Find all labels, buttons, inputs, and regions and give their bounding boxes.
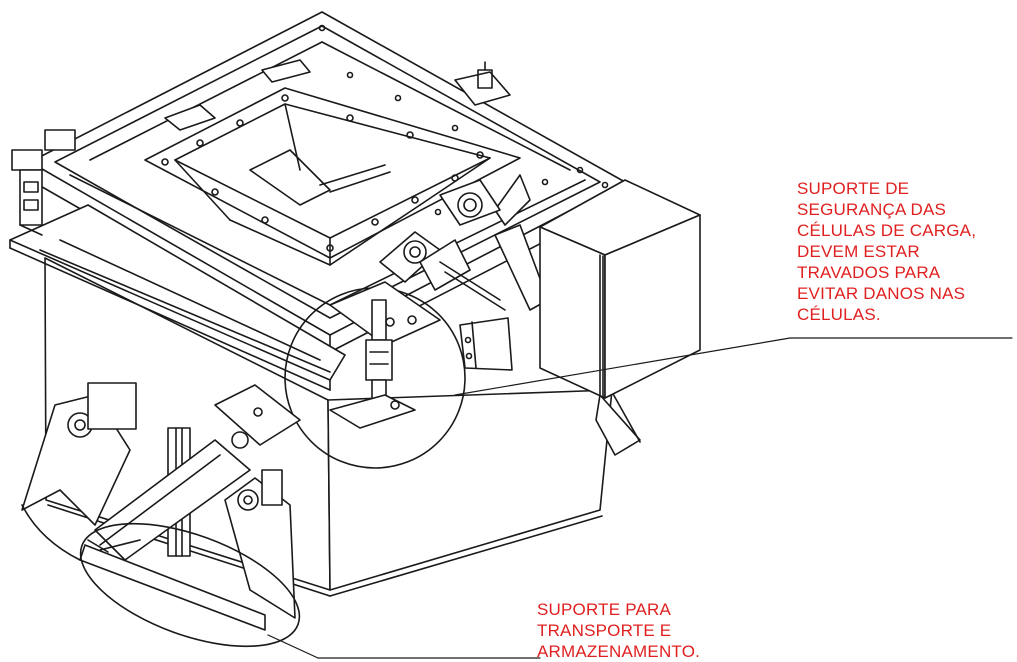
load-cell-detail: [284, 224, 549, 469]
top-corner-brackets: [164, 59, 531, 226]
load-cell-safety-callout: SUPORTE DE SEGURANÇA DAS CÉLULAS DE CARG…: [797, 178, 976, 325]
frame-bolt-holes: [318, 24, 609, 216]
callout-line: CÉLULAS.: [797, 305, 881, 324]
callout-line: TRAVADOS PARA: [797, 263, 941, 282]
transport-support-detail: [79, 522, 301, 648]
hopper-opening: [144, 87, 521, 266]
left-ledge: [9, 204, 346, 391]
callout-line: TRANSPORTE E: [537, 621, 672, 640]
callout-line: SEGURANÇA DAS: [797, 200, 947, 219]
electrical-cabinet: [539, 179, 701, 399]
transport-legs: [21, 382, 301, 631]
callout-line: ARMAZENAMENTO.: [537, 642, 701, 661]
callout-line: EVITAR DANOS NAS: [797, 284, 966, 303]
transport-support-callout: SUPORTE PARA TRANSPORTE E ARMAZENAMENTO.: [537, 599, 700, 662]
callout-line: DEVEM ESTAR: [797, 242, 920, 261]
callout-line: SUPORTE DE: [797, 179, 910, 198]
left-load-cell: [11, 129, 76, 236]
leader-lines: [267, 337, 1013, 659]
callout-line: CÉLULAS DE CARGA,: [797, 221, 977, 240]
callout-line: SUPORTE PARA: [537, 600, 672, 619]
